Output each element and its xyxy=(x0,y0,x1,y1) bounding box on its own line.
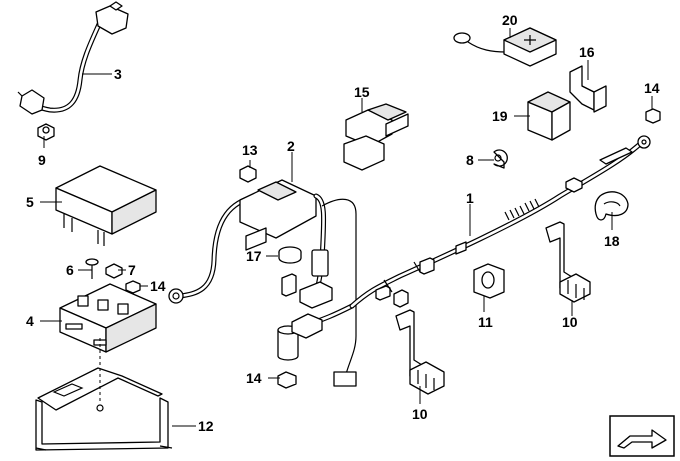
callout-14-left: 14 xyxy=(150,278,166,294)
part-nut-14a xyxy=(125,280,141,294)
callout-1: 1 xyxy=(466,190,474,206)
part-bracket-10-right xyxy=(545,221,591,303)
callout-10-right: 10 xyxy=(562,314,578,330)
part-clip-18 xyxy=(594,191,629,221)
callout-14-bottom: 14 xyxy=(246,370,262,386)
part-cover-19 xyxy=(527,91,571,141)
part-nut-14b xyxy=(645,108,661,124)
callout-5: 5 xyxy=(26,194,34,210)
part-fuse-carrier xyxy=(59,283,157,353)
part-distribution-block xyxy=(239,179,317,251)
callout-12: 12 xyxy=(198,418,214,434)
callout-4: 4 xyxy=(26,313,34,329)
part-grommet-17 xyxy=(278,246,302,264)
part-nut-14c xyxy=(277,371,297,389)
part-battery-wire xyxy=(168,193,263,304)
part-nut-7 xyxy=(105,263,123,279)
part-bracket xyxy=(35,367,173,451)
callout-14-right: 14 xyxy=(644,80,660,96)
callout-9: 9 xyxy=(38,152,46,168)
callout-13: 13 xyxy=(242,142,258,158)
callout-17: 17 xyxy=(246,248,262,264)
callout-18: 18 xyxy=(604,233,620,249)
callout-3: 3 xyxy=(114,66,122,82)
part-screw-6 xyxy=(85,258,99,279)
part-cable-2 xyxy=(281,193,357,387)
part-clip-11 xyxy=(473,263,505,299)
part-battery-cable xyxy=(17,1,129,115)
callout-2: 2 xyxy=(287,138,295,154)
part-control-unit xyxy=(55,165,157,246)
callout-8: 8 xyxy=(466,152,474,168)
part-post-lower xyxy=(277,303,355,361)
part-nut-13 xyxy=(239,165,257,183)
part-bracket-10-lower xyxy=(395,309,445,395)
arrow-icon xyxy=(609,415,675,457)
part-nut-9 xyxy=(37,123,55,141)
callout-11: 11 xyxy=(478,314,493,330)
callout-20: 20 xyxy=(502,12,518,28)
callout-7: 7 xyxy=(128,262,136,278)
callout-6: 6 xyxy=(66,262,74,278)
callout-16: 16 xyxy=(579,44,595,60)
part-holder-15 xyxy=(343,103,409,171)
callout-10-bottom: 10 xyxy=(412,406,428,422)
part-holder-16 xyxy=(569,65,607,113)
leader-lines xyxy=(40,28,653,427)
callout-19: 19 xyxy=(492,108,508,124)
part-clip-8 xyxy=(493,149,508,169)
callout-15: 15 xyxy=(354,84,370,100)
part-cap-20 xyxy=(453,27,557,67)
part-positive-cable xyxy=(349,135,651,309)
